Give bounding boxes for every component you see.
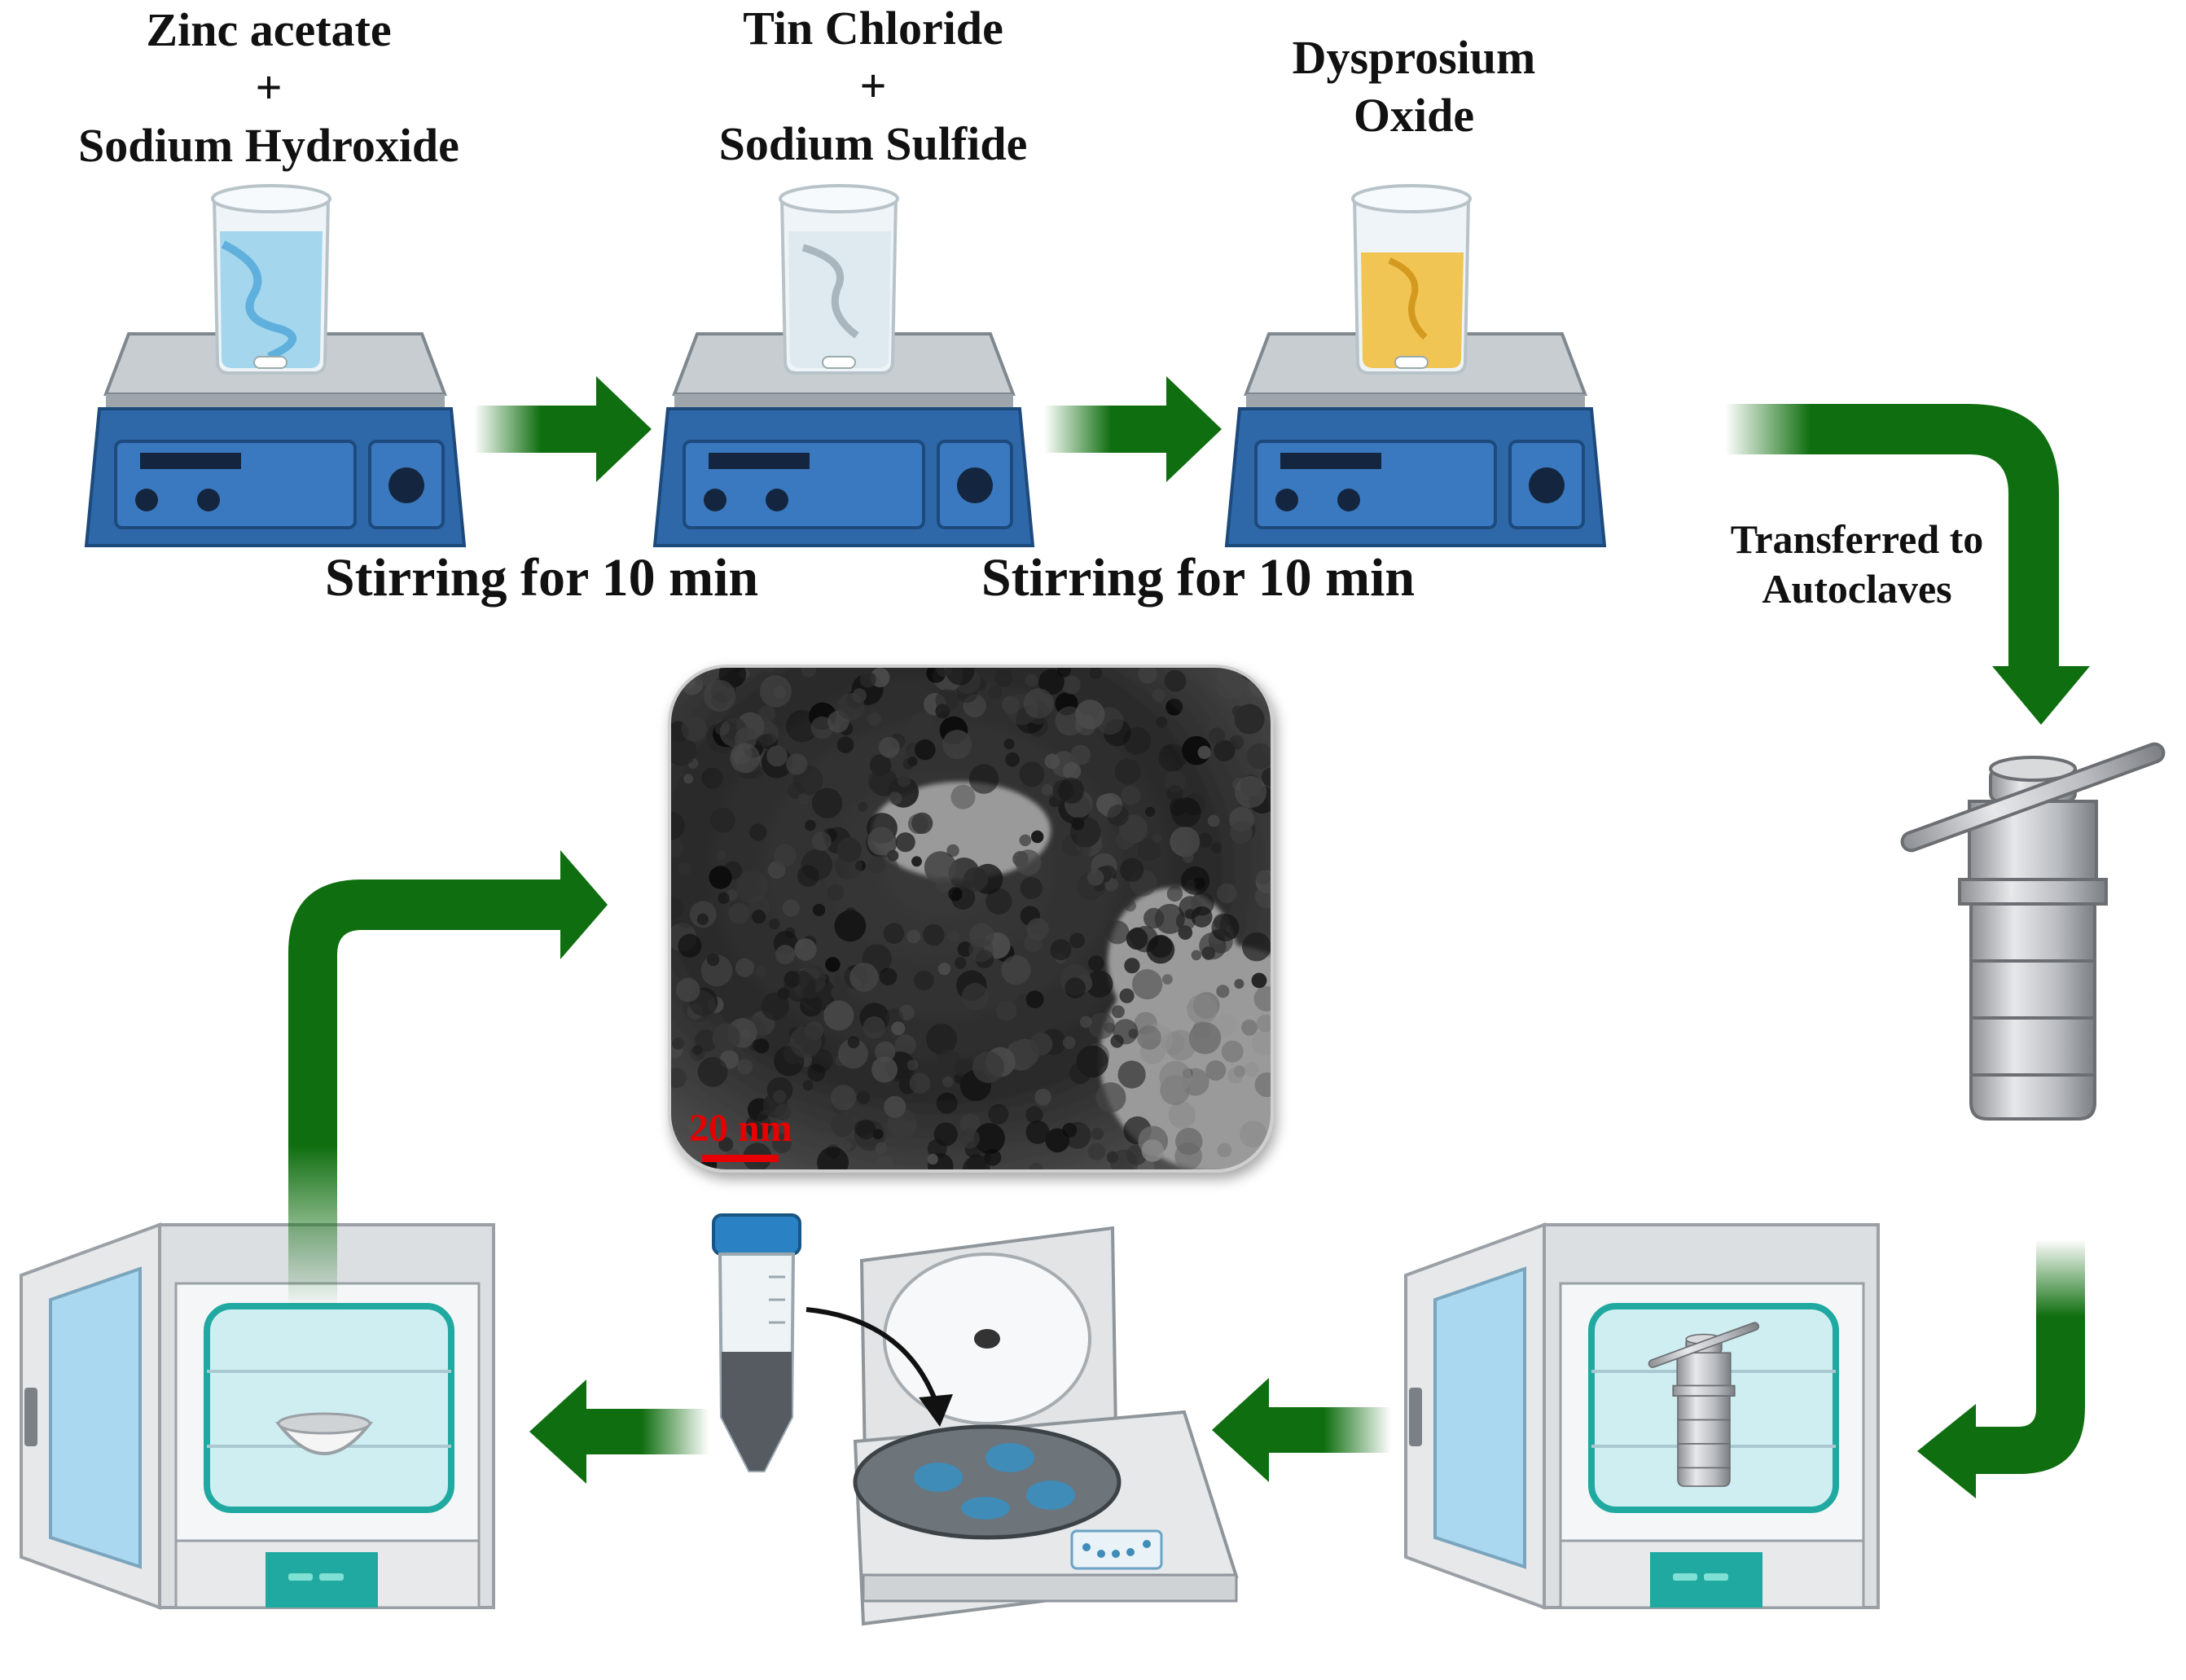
- arrow-transfer-to-autoclave: [1725, 404, 2090, 725]
- arrow-oven-to-centrifuge: [1212, 1378, 1391, 1482]
- reagent-3-line2: Oxide: [1353, 88, 1475, 142]
- tem-scale-bar: [702, 1155, 779, 1162]
- arrow-autoclave-to-oven: [1917, 1239, 2085, 1498]
- autoclave-icon: [1900, 742, 2166, 1121]
- reagent-2-line3: Sodium Sulfide: [718, 116, 1028, 170]
- tem-micrograph: [668, 665, 1274, 1173]
- centrifuge-icon: [853, 1226, 1239, 1626]
- arrow-step-2-to-3: [1044, 376, 1222, 482]
- reagent-2-label: Tin Chloride + Sodium Sulfide: [661, 0, 1085, 173]
- reagent-2-line1: Tin Chloride: [743, 2, 1003, 55]
- tem-scale-label: 20 nm: [689, 1107, 792, 1150]
- stirring-label-1: Stirring for 10 min: [324, 548, 759, 608]
- reagent-3-label: Dysprosium Oxide: [1218, 29, 1609, 145]
- transfer-line2: Autoclaves: [1762, 566, 1952, 612]
- stirrer-2-icon: [653, 184, 1034, 547]
- transfer-line1: Transferred to: [1730, 516, 1984, 562]
- reagent-2-line2: +: [859, 59, 887, 112]
- drying-oven-1-icon: [21, 1225, 494, 1608]
- reagent-1-label: Zinc acetate + Sodium Hydroxide: [57, 2, 481, 174]
- centrifuge-tube-icon: [712, 1213, 801, 1472]
- stirring-label-2: Stirring for 10 min: [981, 548, 1416, 608]
- reagent-3-line1: Dysprosium: [1292, 31, 1536, 84]
- reagent-1-line1: Zinc acetate: [146, 3, 392, 56]
- arrow-oven-to-tem: [288, 850, 608, 1306]
- stirrer-3-icon: [1225, 184, 1606, 547]
- stirrer-1-icon: [85, 184, 466, 547]
- reagent-1-line3: Sodium Hydroxide: [78, 118, 459, 172]
- transfer-label: Transferred to Autoclaves: [1702, 515, 2012, 614]
- drying-oven-2-icon: [1406, 1225, 1878, 1608]
- tube-to-centrifuge-arrow: [805, 1307, 939, 1406]
- reagent-1-line2: +: [255, 60, 283, 114]
- arrow-step-1-to-2: [474, 376, 652, 482]
- arrow-centrifuge-to-oven: [529, 1380, 709, 1484]
